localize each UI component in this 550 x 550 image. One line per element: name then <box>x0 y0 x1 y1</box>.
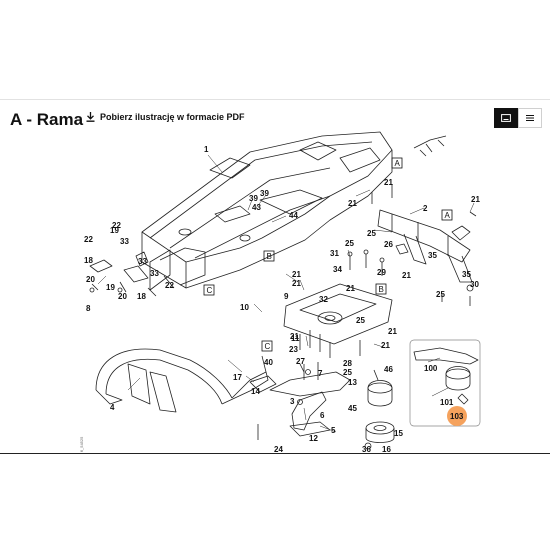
header-divider <box>0 99 550 100</box>
callout-20[interactable]: 20 <box>118 292 127 301</box>
callout-18[interactable]: 18 <box>84 256 93 265</box>
callout-100[interactable]: 100 <box>424 364 438 373</box>
page-title: A - Rama <box>10 110 84 129</box>
callout-27[interactable]: 27 <box>296 357 305 366</box>
callout-9[interactable]: 9 <box>284 292 289 301</box>
callout-103-highlighted[interactable]: 103 <box>447 406 467 426</box>
callout-2[interactable]: 2 <box>423 204 428 213</box>
footer-divider <box>0 453 550 454</box>
callout-31[interactable]: 31 <box>330 249 339 258</box>
list-view-button[interactable] <box>518 108 542 128</box>
callout-19[interactable]: 19 <box>110 226 119 235</box>
callout-101[interactable]: 101 <box>440 398 454 407</box>
callout-25e[interactable]: 25 <box>345 239 354 248</box>
section-mark-a-right: A <box>441 209 453 221</box>
callout-32[interactable]: 32 <box>319 295 328 304</box>
callout-12[interactable]: 12 <box>309 434 318 443</box>
callout-43[interactable]: 43 <box>252 203 261 212</box>
callout-103-highlight <box>447 406 467 426</box>
callout-28[interactable]: 28 <box>343 359 352 368</box>
callout-33[interactable]: 33 <box>150 269 159 278</box>
section-mark-b-plate: B <box>375 283 387 295</box>
callout-20[interactable]: 20 <box>86 275 95 284</box>
callout-1[interactable]: 1 <box>204 145 209 154</box>
callout-45[interactable]: 45 <box>348 404 357 413</box>
callout-21[interactable]: 21 <box>471 195 480 204</box>
callout-24[interactable]: 24 <box>274 445 283 453</box>
callout-13[interactable]: 13 <box>348 378 357 387</box>
callout-21[interactable]: 21 <box>292 270 301 279</box>
svg-text:B: B <box>379 285 384 294</box>
callout-25d[interactable]: 25 <box>436 290 445 299</box>
view-toggle <box>494 108 542 128</box>
callout-33[interactable]: 33 <box>138 257 147 266</box>
callout-23[interactable]: 23 <box>289 345 298 354</box>
callout-25[interactable]: 25 <box>367 229 376 238</box>
frame-exploded-diagram: A A B B C C 103 fl_54525 1 2 39 39 43 44… <box>79 131 480 453</box>
callout-7[interactable]: 7 <box>318 369 323 378</box>
callout-21i[interactable]: 21 <box>346 284 355 293</box>
svg-text:A: A <box>445 211 451 220</box>
callout-3[interactable]: 3 <box>290 397 295 406</box>
callout-21h[interactable]: 21 <box>384 178 393 187</box>
callout-35b[interactable]: 35 <box>462 270 471 279</box>
callout-4[interactable]: 4 <box>110 403 115 412</box>
callout-19b[interactable]: 19 <box>106 283 115 292</box>
callout-21j[interactable]: 21 <box>381 341 390 350</box>
section-mark-a-top: A <box>391 157 403 169</box>
svg-text:103: 103 <box>450 412 464 421</box>
list-view-icon <box>526 115 534 121</box>
callout-10[interactable]: 10 <box>240 303 249 312</box>
callout-26[interactable]: 26 <box>384 240 393 249</box>
callout-39[interactable]: 39 <box>260 189 269 198</box>
callout-29[interactable]: 29 <box>377 268 386 277</box>
callout-44[interactable]: 44 <box>289 211 298 220</box>
callout-21g[interactable]: 21 <box>402 271 411 280</box>
exploded-diagram-area: A A B B C C 103 fl_54525 1 2 39 39 43 44… <box>0 131 550 453</box>
section-mark-b-frame: B <box>263 250 275 262</box>
callout-33[interactable]: 33 <box>120 237 129 246</box>
part-callouts: 1 2 39 39 43 44 21 21 21 21 21 21 22 22 … <box>84 145 480 453</box>
callout-21[interactable]: 21 <box>388 327 397 336</box>
callout-8[interactable]: 8 <box>86 304 91 313</box>
download-pdf-label: Pobierz ilustrację w formacie PDF <box>100 112 245 122</box>
callout-21[interactable]: 21 <box>292 279 301 288</box>
svg-text:B: B <box>267 252 272 261</box>
callout-22b[interactable]: 22 <box>112 221 121 230</box>
callout-46[interactable]: 46 <box>384 365 393 374</box>
diagram-version-code: fl_54525 <box>79 436 84 452</box>
callout-15[interactable]: 15 <box>394 429 403 438</box>
callout-22[interactable]: 22 <box>165 281 174 290</box>
callout-25[interactable]: 25 <box>356 316 365 325</box>
svg-text:A: A <box>395 159 401 168</box>
callout-11[interactable]: 11 <box>291 334 300 343</box>
section-mark-c-center: C <box>261 340 273 352</box>
download-icon <box>86 112 95 122</box>
callout-34[interactable]: 34 <box>333 265 342 274</box>
callout-18[interactable]: 18 <box>137 292 146 301</box>
callout-22[interactable]: 22 <box>84 235 93 244</box>
callout-35[interactable]: 35 <box>428 251 437 260</box>
callout-21[interactable]: 21 <box>290 332 299 341</box>
svg-text:C: C <box>207 286 213 295</box>
download-pdf-link[interactable]: Pobierz ilustrację w formacie PDF <box>86 112 245 122</box>
callout-25[interactable]: 25 <box>343 368 352 377</box>
callout-6[interactable]: 6 <box>320 411 325 420</box>
callout-14[interactable]: 14 <box>251 387 260 396</box>
callout-36[interactable]: 36 <box>362 445 371 453</box>
callout-5[interactable]: 5 <box>331 426 336 435</box>
diagram-view-button[interactable] <box>494 108 518 128</box>
svg-text:C: C <box>265 342 271 351</box>
callout-30[interactable]: 30 <box>470 280 479 289</box>
callout-21[interactable]: 21 <box>348 199 357 208</box>
callout-16[interactable]: 16 <box>382 445 391 453</box>
callout-39[interactable]: 39 <box>249 194 258 203</box>
callout-17[interactable]: 17 <box>233 373 242 382</box>
section-mark-c-left: C <box>203 284 215 296</box>
image-view-icon <box>501 114 511 122</box>
callout-40[interactable]: 40 <box>264 358 273 367</box>
